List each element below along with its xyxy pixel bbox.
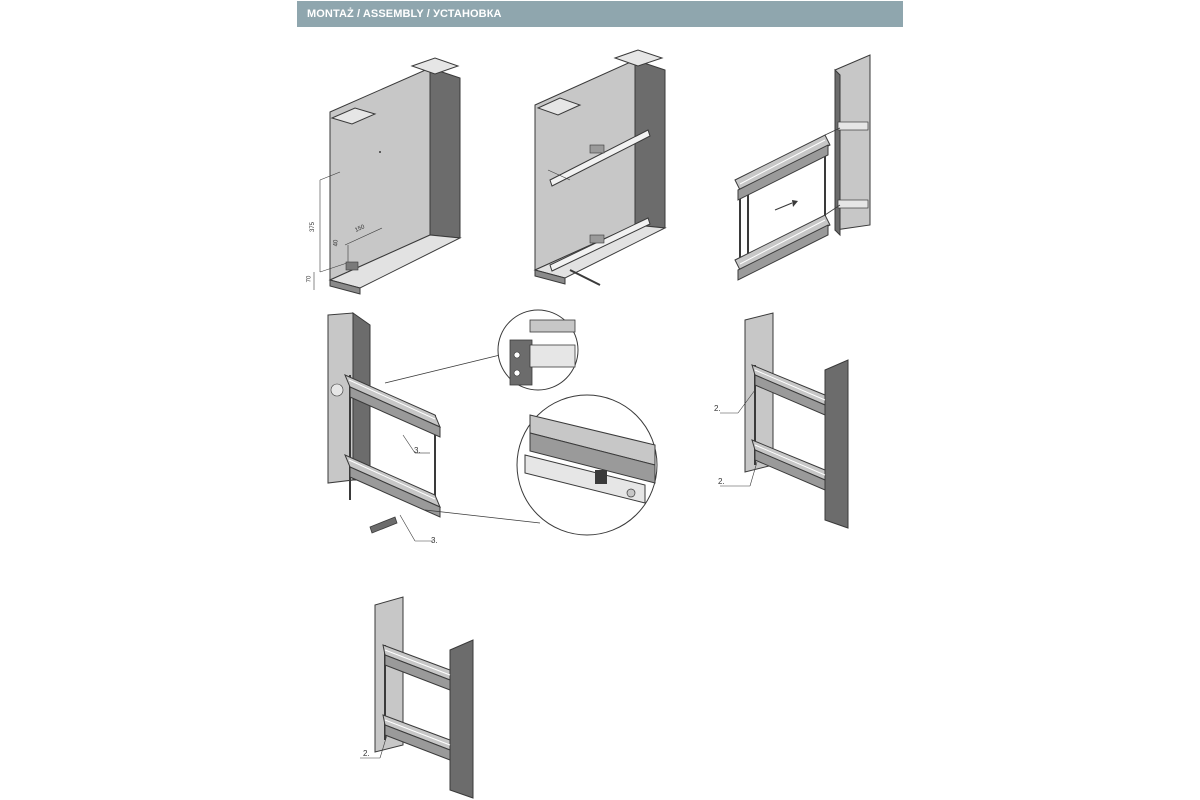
- step5-callout-upper: 2.: [714, 404, 721, 413]
- step5-basket-between-panels-diagram: [720, 312, 849, 529]
- step3-basket-slide-in-diagram: [734, 54, 871, 281]
- assembly-header-bar: MONTAŻ / ASSEMBLY / УСТАНОВКА: [297, 1, 903, 27]
- step5-callout-lower: 2.: [718, 477, 725, 486]
- step6-callout: 2.: [363, 749, 370, 758]
- step1-cabinet-drilling-diagram: [313, 57, 462, 295]
- step1-dim-vertical-label: 375: [310, 221, 317, 233]
- step6-final-assembly-diagram: [360, 596, 474, 799]
- assembly-header-title: MONTAŻ / ASSEMBLY / УСТАНОВКА: [307, 8, 502, 20]
- step1-dim-small-a-label: 40: [333, 239, 340, 247]
- step1-dim-small-b-label: 70: [306, 275, 313, 283]
- step4-basket-mounted-detail-diagram: [327, 309, 658, 542]
- step2-cabinet-runners-diagram: [533, 49, 667, 286]
- step4-callout-upper: 3.: [414, 446, 421, 455]
- step4-callout-lower: 3.: [431, 536, 438, 545]
